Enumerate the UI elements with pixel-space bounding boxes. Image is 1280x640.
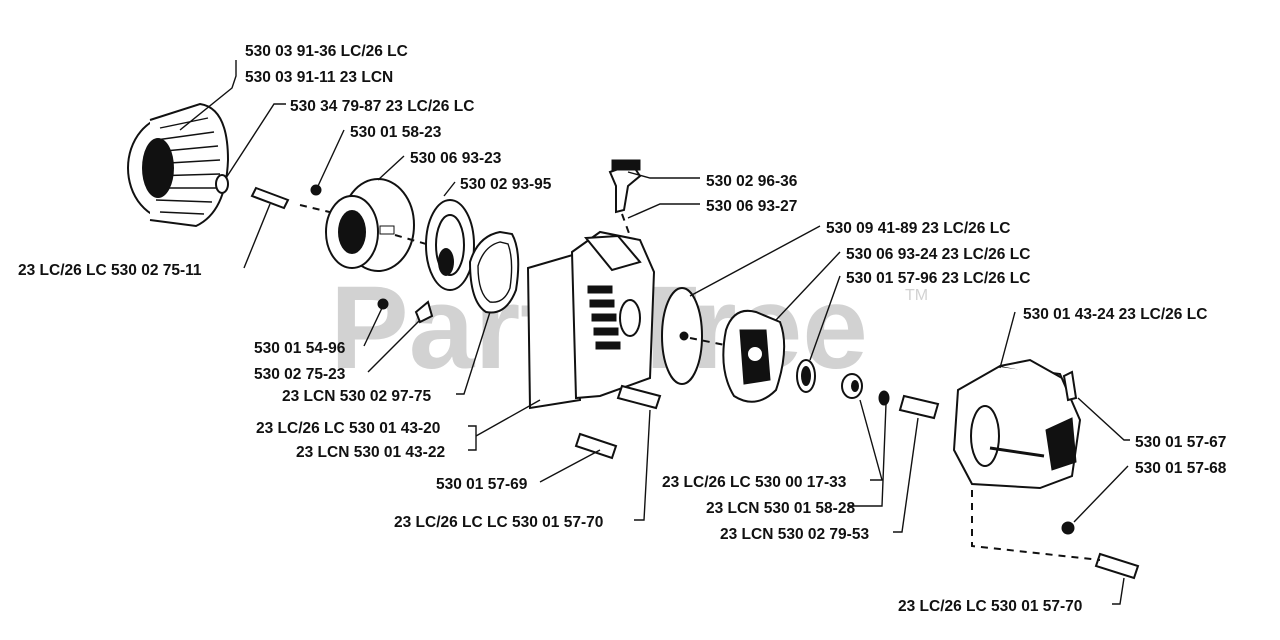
disc-part: [661, 287, 703, 385]
label-washer-58-28: 23 LCN 530 01 58-28: [706, 500, 855, 517]
trigger-part: [608, 159, 642, 214]
label-screw-58-23: 530 01 58-23: [350, 124, 442, 141]
nut-57-68-part: [1061, 521, 1075, 535]
washer-58-28-part: [878, 390, 890, 406]
label-screw-54-96: 530 01 54-96: [254, 340, 346, 357]
label-clutch-drum: 530 06 93-23: [410, 150, 502, 167]
clutch-shoes-part: [722, 309, 786, 403]
label-gasket: 23 LCN 530 02 97-75: [282, 388, 431, 405]
label-clutch-shoes: 530 06 93-24 23 LC/26 LC: [846, 246, 1030, 263]
gasket-part: [468, 230, 520, 314]
label-sleeve-79-53: 23 LCN 530 02 79-53: [720, 526, 869, 543]
flywheel-part: [127, 102, 230, 228]
label-trigger: 530 02 96-36: [706, 173, 798, 190]
label-disc: 530 09 41-89 23 LC/26 LC: [826, 220, 1010, 237]
label-crankcase-lcn: 23 LCN 530 01 43-22: [296, 444, 445, 461]
bolt-rear-57-70-part: [1094, 552, 1140, 580]
bushing-75-23-part: [414, 300, 434, 324]
label-bolt-57-70: 23 LC/26 LC LC 530 01 57-70: [394, 514, 603, 531]
clutch-drum-part: [325, 178, 415, 272]
screw-58-23-part: [310, 184, 322, 196]
label-washer: 530 34 79-87 23 LC/26 LC: [290, 98, 474, 115]
label-crankcase-lc: 23 LC/26 LC 530 01 43-20: [256, 420, 440, 437]
leader-lines: [179, 60, 1130, 605]
label-flywheel-lcn: 530 03 91-11 23 LCN: [245, 69, 393, 86]
label-bearing: 530 01 57-96 23 LC/26 LC: [846, 270, 1030, 287]
sleeve-79-53-part: [898, 394, 940, 420]
label-bolt-rear-57-70: 23 LC/26 LC 530 01 57-70: [898, 598, 1082, 615]
crankcase-part: [526, 230, 656, 410]
screw-57-67-part: [1062, 370, 1078, 402]
label-trigger-pin: 530 06 93-27: [706, 198, 797, 215]
bolt-57-70-part: [616, 384, 662, 410]
label-nut-57-68: 530 01 57-68: [1135, 460, 1227, 477]
label-bushing-75-23: 530 02 75-23: [254, 366, 346, 383]
washer-part: [215, 174, 229, 194]
bushing-17-33-part: [841, 373, 863, 399]
clutch-cover-part: [952, 358, 1082, 490]
label-flywheel-lc: 530 03 91-36 LC/26 LC: [245, 43, 408, 60]
clutch-spring-part: [425, 199, 475, 291]
label-bolt-57-69: 530 01 57-69: [436, 476, 528, 493]
pin-part: [250, 186, 290, 210]
label-pin: 23 LC/26 LC 530 02 75-11: [18, 262, 202, 279]
label-bushing-17-33: 23 LC/26 LC 530 00 17-33: [662, 474, 847, 491]
label-clutch-cover: 530 01 43-24 23 LC/26 LC: [1023, 306, 1207, 323]
screw-54-96-part: [377, 298, 389, 310]
watermark-trademark: TM: [905, 287, 928, 304]
label-screw-57-67: 530 01 57-67: [1135, 434, 1226, 451]
bearing-part: [796, 359, 816, 393]
label-clutch-spring: 530 02 93-95: [460, 176, 552, 193]
bolt-57-69-part: [574, 432, 618, 460]
